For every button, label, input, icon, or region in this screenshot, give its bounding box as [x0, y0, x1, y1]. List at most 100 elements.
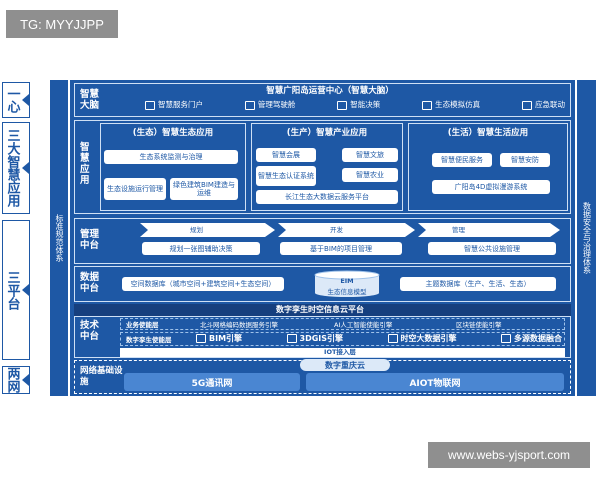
3dgis-engine-icon: [286, 334, 297, 343]
portal-icon: [145, 100, 155, 110]
twin-cloud-title: 数字孪生时空信息云平台: [276, 305, 364, 314]
mgmt-arrow-svg: [140, 223, 560, 237]
twin-layer-row: [120, 332, 565, 346]
planning-map-box[interactable]: 规划一张图辅助决策: [142, 242, 260, 255]
network-label: 网络基础设施: [80, 366, 123, 387]
5g-network-box[interactable]: 5G通讯网: [124, 373, 300, 391]
data-fusion-label: 多源数据融合: [513, 334, 562, 343]
data-security-text: 数据安全与治理体系: [582, 202, 592, 274]
simulation-item-label: 生态模拟仿真: [435, 100, 481, 109]
eim-subtitle: 生态信息模型: [327, 288, 367, 296]
public-service-box[interactable]: 智慧便民服务: [432, 153, 492, 167]
emergency-item-label: 应急联动: [535, 100, 565, 109]
industry-app-column: [251, 123, 403, 211]
eim-cylinder-bottom: [315, 289, 379, 297]
top-watermark-text: TG: MYYJJPP: [20, 16, 104, 32]
bim-engine-icon: [196, 334, 206, 343]
3dgis-engine-item[interactable]: 3DGIS引擎: [286, 333, 344, 345]
left-label-networks-text: 两网: [4, 367, 20, 393]
left-label-platforms: 三平台: [2, 220, 30, 360]
green-building-box[interactable]: 绿色建筑BIM建造与运维: [170, 178, 238, 200]
smart-apps-label: 智慧应用: [80, 142, 90, 186]
business-layer-label: 业务使能层: [126, 321, 159, 329]
bim-project-box[interactable]: 基于BIM的项目管理: [280, 242, 402, 255]
bigdata-engine-label: 时空大数据引擎: [400, 334, 457, 343]
theme-db-box[interactable]: 主题数据库（生产、生活、生态）: [400, 277, 556, 291]
digital-chongqing-cloud: [300, 359, 390, 371]
ai-engine-label: AI人工智能使能引擎: [334, 321, 393, 329]
eim-title: EIM: [340, 277, 354, 285]
eco-certification-box[interactable]: 智慧生态认证系统: [256, 166, 316, 186]
mgmt-platform-label: 管理中台: [80, 229, 100, 251]
5g-network-label: 5G通讯网: [191, 378, 233, 389]
decision-icon: [337, 100, 348, 110]
simulation-icon: [422, 100, 433, 110]
smart-security-box[interactable]: 智慧安防: [500, 153, 550, 167]
data-fusion-icon: [500, 334, 511, 343]
smart-brain-items: 智慧服务门户 管理驾驶舱 智能决策 生态模拟仿真 应急联动: [145, 99, 565, 113]
top-watermark: TG: MYYJJPP: [6, 10, 118, 38]
aiot-network-label: AIOT物联网: [409, 378, 461, 389]
smart-agriculture-box[interactable]: 智慧农业: [342, 168, 398, 182]
twin-cloud-banner: [74, 304, 571, 316]
blockchain-engine-label: 区块链使能引擎: [456, 321, 502, 329]
left-label-apps-text: 三大智慧应用: [4, 129, 20, 207]
data-security-bar: 数据安全与治理体系: [577, 80, 596, 396]
smart-tourism-box[interactable]: 智慧文旅: [342, 148, 398, 162]
tech-platform-label: 技术中台: [80, 320, 100, 342]
emergency-item[interactable]: 应急联动: [522, 99, 565, 113]
data-platform-section: [74, 266, 571, 302]
digital-chongqing-cloud-label: 数字重庆云: [325, 361, 365, 370]
architecture-panel: [70, 80, 575, 396]
smart-expo-box[interactable]: 智慧会展: [256, 148, 316, 162]
3dgis-engine-label: 3DGIS引擎: [299, 334, 344, 343]
smart-brain-section: [74, 83, 571, 117]
life-app-column: [408, 123, 568, 211]
eco-monitoring-box[interactable]: 生态系统监测与治理: [104, 150, 238, 164]
industry-app-title: (生产）智慧产业应用: [286, 128, 368, 138]
develop-arrow: [278, 223, 415, 237]
twin-layer-label: 数字孪生使能层: [126, 336, 172, 344]
cockpit-item-label: 管理驾驶舱: [257, 100, 296, 109]
decision-item[interactable]: 智能决策: [337, 99, 380, 113]
mgmt-platform-section: [74, 218, 571, 264]
eco-app-column: [100, 123, 246, 211]
bigdata-engine-icon: [387, 334, 398, 343]
cockpit-item[interactable]: 管理驾驶舱: [244, 99, 296, 113]
data-fusion-item[interactable]: 多源数据融合: [500, 333, 562, 345]
bim-engine-item[interactable]: BIM引擎: [196, 333, 242, 345]
simulation-item[interactable]: 生态模拟仿真: [422, 99, 480, 113]
virtual-tour-box[interactable]: 广阳岛4D虚拟漫游系统: [432, 180, 550, 194]
aiot-network-box[interactable]: AIOT物联网: [306, 373, 564, 391]
iot-access-bar: [120, 348, 565, 357]
mgmt-arrow-bar: [140, 222, 562, 237]
beidou-engine-label: 北斗网格编码数据服务引擎: [200, 321, 278, 329]
left-label-platforms-text: 三平台: [4, 270, 20, 310]
spatial-db-box[interactable]: 空间数据库（城市空间+建筑空间+生态空间）: [122, 277, 284, 291]
iot-access-label: IOT接入层: [324, 348, 356, 356]
eim-cylinder-svg: [314, 270, 380, 297]
business-layer-row: [120, 318, 565, 330]
bottom-watermark: www.webs-yjsport.com: [428, 442, 590, 468]
manage-arrow: [418, 223, 560, 237]
plan-arrow: [140, 223, 275, 237]
life-app-title: (生活）智慧生活应用: [447, 128, 529, 138]
smart-apps-section: [74, 120, 571, 214]
left-label-apps: 三大智慧应用: [2, 122, 30, 214]
standards-system-text: 标准规范体系: [55, 214, 64, 262]
yangtze-cloud-box[interactable]: 长江生态大数据云服务平台: [256, 190, 398, 204]
emergency-icon: [522, 100, 532, 110]
portal-item-label: 智慧服务门户: [158, 100, 203, 109]
bigdata-engine-item[interactable]: 时空大数据引擎: [387, 333, 457, 345]
portal-item[interactable]: 智慧服务门户: [145, 99, 203, 113]
left-label-yixin-text: 一心: [4, 87, 20, 113]
standards-system-bar: 标准规范体系: [50, 80, 68, 396]
bim-engine-label: BIM引擎: [209, 334, 243, 343]
tech-platform-section: [74, 316, 571, 358]
eco-facility-box[interactable]: 生态设施运行管理: [104, 178, 166, 200]
public-facility-box[interactable]: 智慧公共设施管理: [428, 242, 556, 255]
data-platform-label: 数据中台: [80, 272, 100, 294]
bottom-watermark-text: www.webs-yjsport.com: [447, 448, 571, 462]
eim-cylinder-top: [314, 270, 380, 280]
eim-cylinder: [314, 270, 380, 298]
